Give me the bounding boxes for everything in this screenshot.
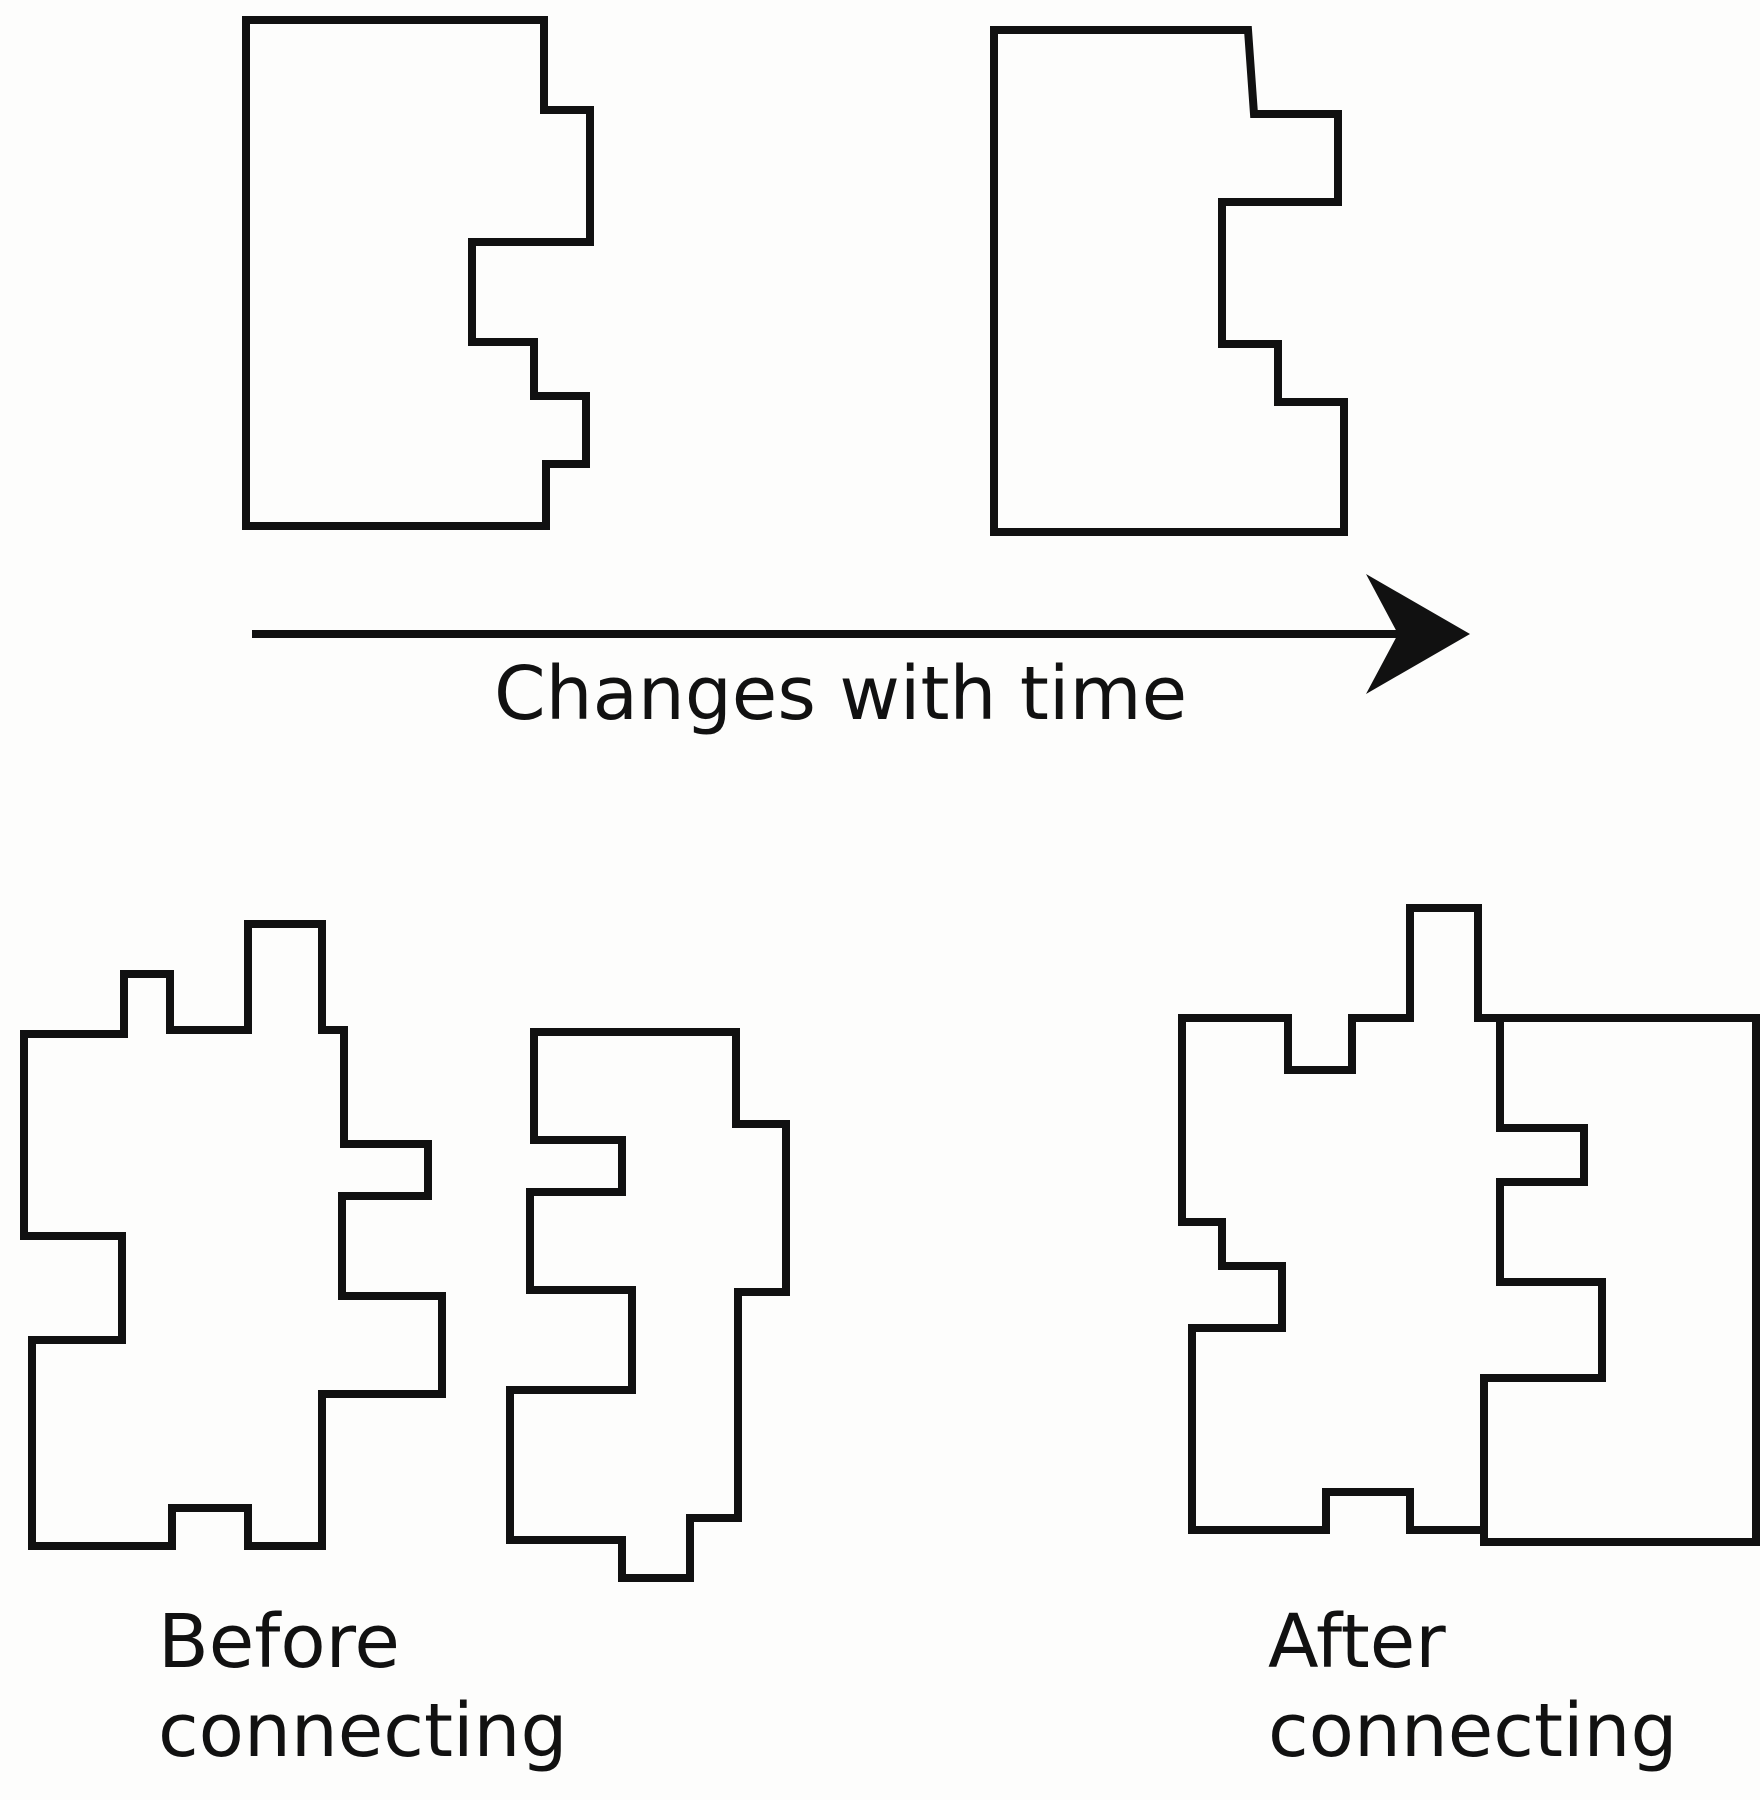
shape-changed [990,26,1348,536]
arrow-label: Changes with time [494,651,1188,737]
time-arrow-head [1366,574,1470,694]
after-label-line2: connecting [1268,1687,1678,1774]
after-label-line1: After [1268,1599,1446,1685]
before-connecting-label: Before connecting [158,1598,567,1776]
after-connecting-label: After connecting [1268,1598,1677,1776]
connected-piece-left [1178,904,1606,1534]
before-label-line2: connecting [158,1687,568,1774]
before-label-line1: Before [158,1599,400,1685]
shape-initial [242,16,594,530]
connected-piece-right [1480,1014,1760,1546]
puzzle-piece-right [506,1028,790,1582]
puzzle-piece-left [20,920,446,1550]
